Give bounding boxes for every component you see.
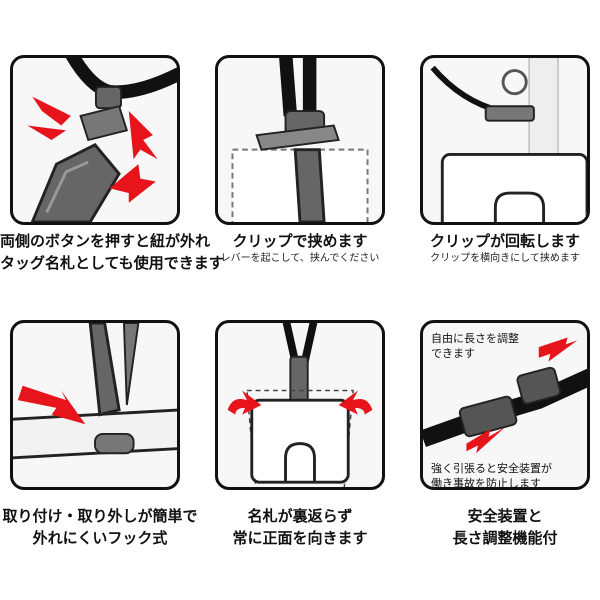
safety-note-line2: 働き事故を防止します [431,477,541,490]
caption-6: 安全装置と 長さ調整機能付 [452,507,558,547]
clip-illustration [231,58,369,222]
rotate-left-icon [227,390,262,415]
panel-safety-adjust: 自由に長さを調整 できます 強く引張ると安全装置が 働き事故を防止します [420,320,590,490]
panel-no-flip [215,320,385,490]
burst-icon [32,96,71,126]
adjust-note-line2: できます [431,347,475,360]
caption-1: 両側のボタンを押すと紐が外れ タッグ名札としても使用できます [0,232,224,272]
safety-adjust-illustration [423,337,587,454]
panel-buttons-release [10,55,180,225]
no-flip-illustration [227,323,373,487]
panel-hook [10,320,180,490]
panel-clip [215,55,385,225]
arrow-right-icon [17,385,86,425]
arrow-safety-icon [466,427,505,454]
caption-5: 名札が裏返らず 常に正面を向きます [232,507,368,547]
caption-2: クリップで挟めます レバーを起こして、挟んでください [220,232,380,264]
arrow-adjust-icon [538,337,578,362]
rotate-right-icon [338,390,373,415]
rotate-icon [501,69,528,96]
arrow-up-icon [128,111,158,160]
caption-3: クリップが回転します クリップを横向きにして挟めます [429,232,580,264]
rotating-clip-illustration [430,58,587,222]
safety-note-line1: 強く引張ると安全装置が [431,462,552,475]
adjust-note-line1: 自由に長さを調整 [431,332,519,345]
panel-rotating-clip [420,55,590,225]
caption-4: 取り付け・取り外しが簡単で 外れにくいフック式 [2,507,198,547]
hook-illustration [13,323,177,460]
buckle-release-illustration [27,58,177,222]
arrow-down-icon [109,164,156,203]
